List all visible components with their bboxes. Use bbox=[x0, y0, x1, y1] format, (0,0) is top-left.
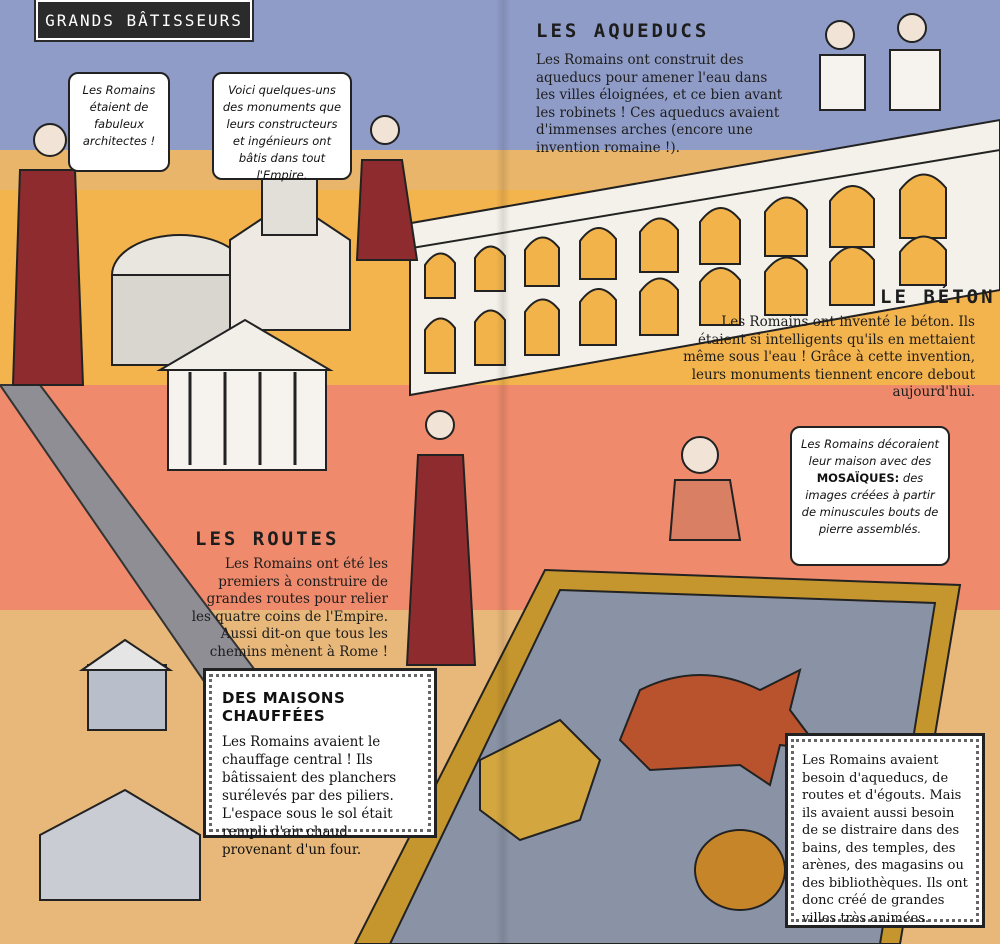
villes-text: Les Romains avaient besoin d'aqueducs, d… bbox=[802, 753, 968, 926]
bubble-monuments-text: Voici quelques-uns des monuments que leu… bbox=[222, 83, 342, 182]
buildings-illustration bbox=[39, 174, 351, 901]
bubble-mosaics-keyword: MOSAÏQUES: bbox=[816, 471, 900, 485]
bubble-mosaics-line1: Les Romains décoraient leur maison avec … bbox=[800, 437, 940, 468]
maisons-heading: DES MAISONS CHAUFFÉES bbox=[222, 689, 346, 725]
maisons-text: Les Romains avaient le chauffage central… bbox=[222, 734, 397, 858]
page-gutter bbox=[496, 0, 510, 944]
aqueducs-heading: LES AQUEDUCS bbox=[536, 20, 710, 42]
routes-heading: LES ROUTES bbox=[195, 528, 340, 550]
aqueducs-text: Les Romains ont construit des aqueducs p… bbox=[536, 52, 783, 156]
beton-text: Les Romains ont inventé le béton. Ils ét… bbox=[683, 314, 975, 400]
speech-bubble-mosaics: Les Romains décoraient leur maison avec … bbox=[790, 426, 950, 566]
figures-illustration bbox=[11, 13, 941, 666]
speech-bubble-architects: Les Romains étaient de fabuleux architec… bbox=[68, 72, 170, 172]
routes-text: Les Romains ont été les premiers à const… bbox=[191, 556, 388, 660]
section-label: GRANDS BÂTISSEURS bbox=[34, 0, 254, 42]
aqueduct-illustration bbox=[399, 118, 1000, 397]
villes-info-box: Les Romains avaient besoin d'aqueducs, d… bbox=[785, 733, 985, 928]
bubble-mosaics-line2: des images créées à partir de minuscules… bbox=[801, 471, 939, 536]
beton-heading: LE BÉTON bbox=[880, 286, 996, 308]
maisons-info-box: DES MAISONS CHAUFFÉES Les Romains avaien… bbox=[203, 668, 437, 858]
bubble-architects-text: Les Romains étaient de fabuleux architec… bbox=[82, 83, 156, 148]
speech-bubble-monuments: Voici quelques-uns des monuments que leu… bbox=[212, 72, 352, 182]
